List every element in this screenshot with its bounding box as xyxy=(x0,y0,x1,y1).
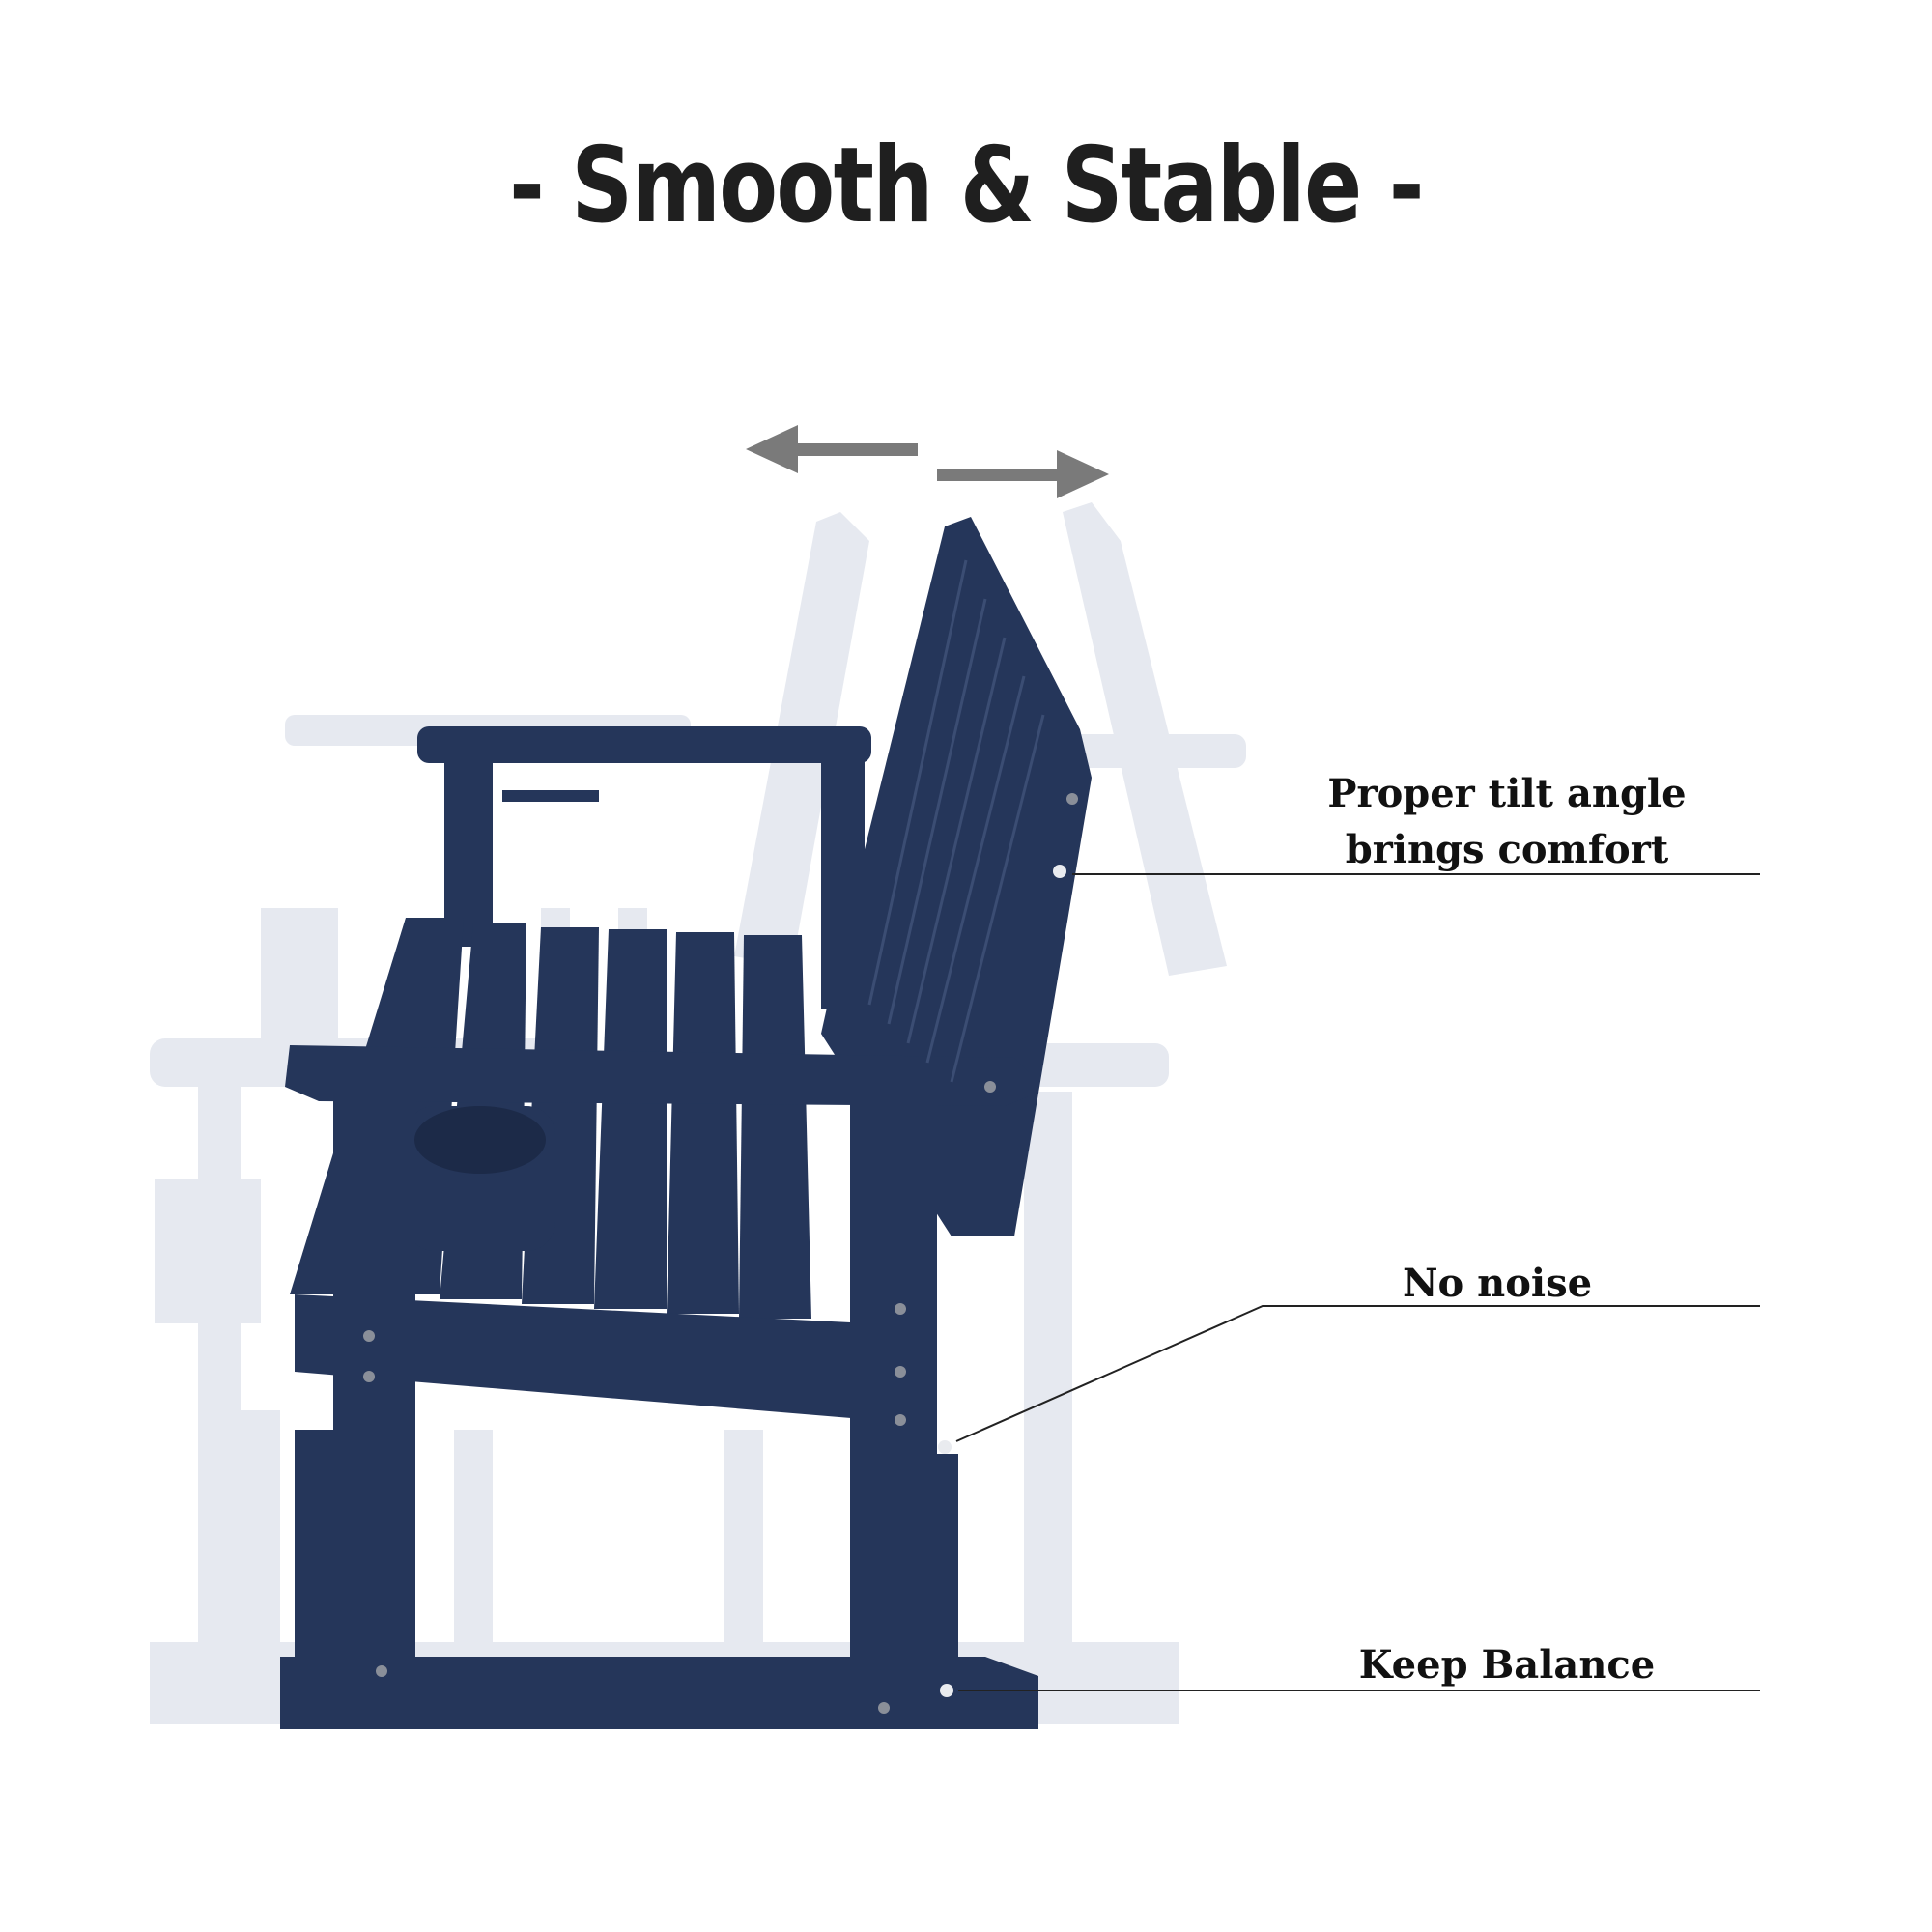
callout-dot-tilt xyxy=(1053,865,1066,878)
bench-rear-leg xyxy=(850,1101,937,1719)
arrow-right-icon xyxy=(937,450,1109,498)
callout-dot-noise xyxy=(938,1440,952,1454)
main-bench xyxy=(280,517,1092,1729)
callout-balance-label: Keep Balance xyxy=(1358,1642,1656,1688)
motion-arrows xyxy=(746,425,1109,498)
slat-lines xyxy=(867,559,1045,1083)
cup-holder-rim xyxy=(414,1106,546,1174)
callout-tilt-label: Proper tilt angle brings comfort xyxy=(1323,766,1690,878)
arrow-left-icon xyxy=(746,425,918,473)
callout-leaders xyxy=(938,865,1760,1697)
bench-bolts xyxy=(363,793,1078,1714)
callout-dot-balance xyxy=(940,1684,953,1697)
leader-line-noise xyxy=(955,1305,1760,1442)
bench-seat-apron xyxy=(295,1294,874,1420)
callout-tilt-line2: brings comfort xyxy=(1345,827,1669,872)
callout-noise-label: No noise xyxy=(1402,1261,1593,1306)
callout-tilt-line1: Proper tilt angle xyxy=(1327,771,1687,816)
bench-rear-armrest xyxy=(417,726,871,763)
page-title: - Smooth & Stable - xyxy=(509,126,1424,246)
bench-front-armrest xyxy=(285,1045,1029,1106)
bench-front-leg xyxy=(333,1092,415,1719)
bench-base-rail xyxy=(280,1657,1038,1729)
